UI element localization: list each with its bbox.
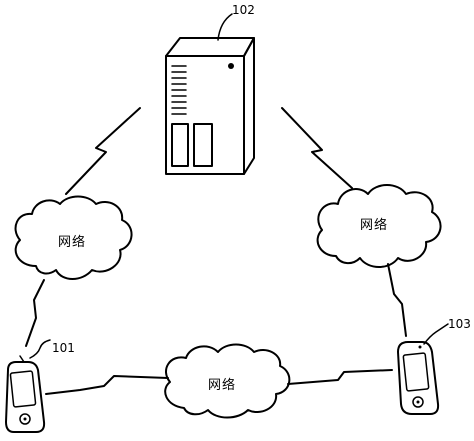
terminal-left-label: 101 [52, 341, 75, 355]
cloud-right-icon [316, 184, 442, 268]
server-icon [165, 37, 255, 175]
server-label-leader [217, 13, 233, 41]
server-label: 102 [232, 3, 255, 17]
mobile-terminal-left-icon [5, 355, 46, 433]
mobile-terminal-right-icon [397, 341, 440, 415]
cloud-bottom-icon [164, 343, 291, 419]
connection-lines [25, 107, 407, 395]
cloud-right-label: 网络 [360, 217, 388, 233]
cloud-left-label: 网络 [58, 234, 86, 250]
cloud-left-icon [14, 195, 133, 280]
terminal-right-label-leader [423, 323, 449, 345]
cloud-bottom-label: 网络 [208, 377, 236, 393]
terminal-left-label-leader [29, 339, 51, 359]
terminal-right-label: 103 [448, 317, 471, 331]
